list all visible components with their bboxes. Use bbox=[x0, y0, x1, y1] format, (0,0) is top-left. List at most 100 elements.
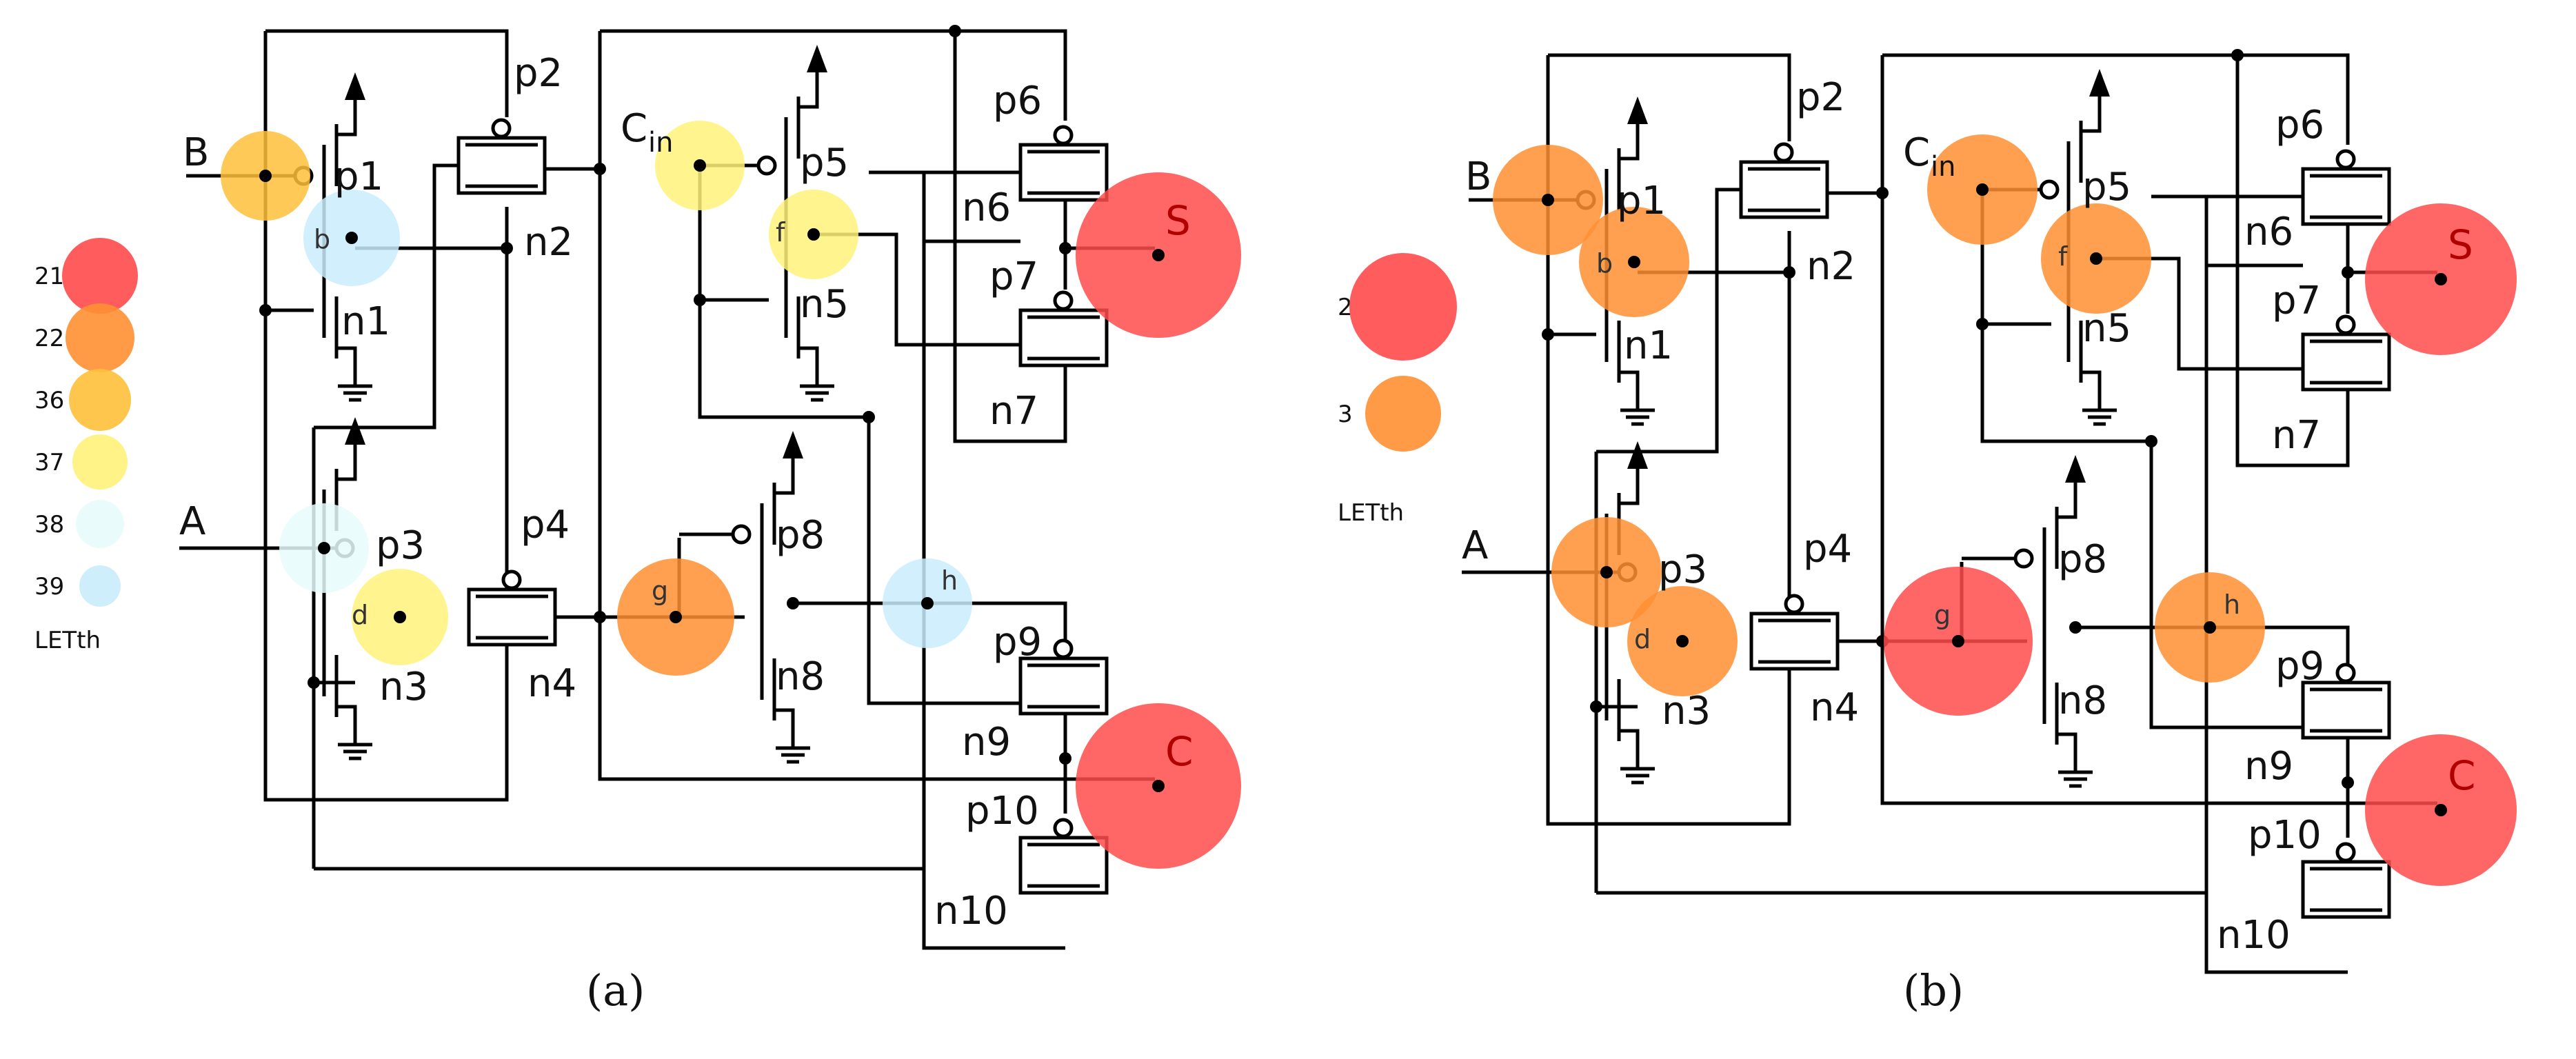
junction-dot bbox=[1876, 187, 1889, 199]
node-center-dot bbox=[670, 611, 682, 623]
tg-p9n9-gate bbox=[1018, 656, 1109, 716]
node-label-f: f bbox=[776, 217, 786, 248]
label-p1: p1 bbox=[1617, 179, 1666, 223]
wire bbox=[2057, 732, 2077, 772]
label-p3: p3 bbox=[376, 523, 425, 568]
input-label-Cin-sub: in bbox=[648, 127, 673, 159]
legend-title: LETth bbox=[34, 627, 101, 654]
input-label-Cin-sub: in bbox=[1931, 151, 1955, 183]
legend-label: 37 bbox=[34, 449, 64, 476]
junction-dot bbox=[2069, 621, 2082, 634]
mos-p8n8-vdd-arrow bbox=[2065, 455, 2086, 483]
p8-bubble bbox=[731, 524, 752, 545]
tg-p2n2-bubble bbox=[491, 118, 512, 139]
node-center-dot bbox=[694, 159, 706, 172]
tg-p6n6-bubble bbox=[2335, 149, 2356, 170]
node-center-dot bbox=[2435, 804, 2447, 816]
wire bbox=[1619, 729, 1640, 769]
wire bbox=[1882, 53, 2350, 145]
wire bbox=[265, 29, 509, 117]
input-label-B: B bbox=[183, 130, 209, 175]
legend-swatch bbox=[1365, 376, 1441, 452]
label-p10: p10 bbox=[965, 789, 1039, 834]
input-label-A: A bbox=[179, 499, 205, 544]
legend-label: 3 bbox=[1338, 401, 1353, 428]
wire bbox=[2081, 370, 2102, 410]
tg-p6n6-bubble bbox=[1053, 125, 1074, 145]
label-p8: p8 bbox=[2058, 537, 2107, 582]
label-p4: p4 bbox=[1803, 527, 1852, 572]
label-p2: p2 bbox=[1796, 75, 1845, 120]
node-label-b: b bbox=[1596, 248, 1613, 279]
wire bbox=[1619, 465, 1640, 505]
label-p9: p9 bbox=[2275, 644, 2324, 689]
label-n2: n2 bbox=[524, 220, 573, 265]
wire bbox=[2149, 441, 2303, 729]
label-n3: n3 bbox=[1662, 689, 1711, 734]
tg-p4n4-gate bbox=[1749, 612, 1840, 671]
node-label-g: g bbox=[652, 576, 668, 606]
junction-dot bbox=[787, 597, 799, 609]
mos-p5n5-vdd-arrow bbox=[2089, 69, 2110, 97]
tg-p10n10-bubble bbox=[2335, 842, 2356, 863]
wire bbox=[1980, 190, 2151, 443]
label-n10: n10 bbox=[2217, 913, 2291, 958]
node-label-g: g bbox=[1934, 600, 1951, 630]
label-n10: n10 bbox=[934, 889, 1008, 934]
legend-swatch bbox=[72, 434, 128, 490]
node-center-dot bbox=[1600, 566, 1613, 578]
output-label-S: S bbox=[1165, 197, 1191, 244]
p5-bubble bbox=[756, 155, 777, 176]
label-n6: n6 bbox=[962, 185, 1011, 230]
label-n5: n5 bbox=[2082, 306, 2131, 351]
input-label-Cin: C bbox=[1903, 130, 1930, 175]
label-n1: n1 bbox=[341, 299, 390, 344]
wire bbox=[774, 708, 795, 748]
node-center-dot bbox=[1976, 183, 1989, 196]
legend-label: 2 bbox=[1338, 294, 1353, 321]
mos-p3n3-vdd-arrow bbox=[1627, 441, 1648, 469]
wire bbox=[1880, 55, 2348, 805]
tg-p2n2-bubble bbox=[1773, 142, 1794, 163]
mos-p8n8-vdd-arrow bbox=[783, 431, 803, 458]
label-p6: p6 bbox=[2275, 103, 2324, 148]
tg-p7n7-bubble bbox=[1053, 290, 1074, 311]
junction-dot bbox=[594, 163, 606, 175]
node-center-dot bbox=[1152, 249, 1165, 261]
output-label-C: C bbox=[1165, 728, 1194, 775]
input-label-Cin: C bbox=[621, 106, 647, 151]
label-n2: n2 bbox=[1807, 244, 1855, 289]
label-p8: p8 bbox=[776, 513, 825, 558]
label-p3: p3 bbox=[1658, 547, 1707, 592]
wire bbox=[600, 29, 1067, 121]
wire bbox=[336, 346, 357, 386]
wire bbox=[774, 455, 795, 495]
wire bbox=[1619, 370, 1640, 410]
node-center-dot bbox=[1628, 256, 1640, 268]
tg-p4n4-bubble bbox=[1784, 594, 1804, 614]
label-p10: p10 bbox=[2248, 813, 2322, 858]
legend-swatch bbox=[66, 303, 134, 372]
node-center-dot bbox=[1952, 635, 1964, 647]
node-label-f: f bbox=[2058, 241, 2069, 272]
tg-p7n7-gate bbox=[1018, 308, 1109, 367]
wire bbox=[1619, 121, 1640, 161]
label-n8: n8 bbox=[776, 654, 825, 699]
label-n6: n6 bbox=[2244, 210, 2293, 254]
wire bbox=[798, 346, 819, 386]
label-n9: n9 bbox=[962, 720, 1011, 765]
label-p9: p9 bbox=[993, 620, 1042, 665]
label-n7: n7 bbox=[989, 389, 1038, 434]
label-p5: p5 bbox=[800, 141, 849, 185]
junction-dot bbox=[2342, 776, 2354, 789]
node-label-h: h bbox=[941, 565, 958, 596]
wire bbox=[1548, 53, 1791, 141]
node-center-dot bbox=[1676, 635, 1689, 647]
node-label-d: d bbox=[352, 600, 368, 630]
wire bbox=[2057, 479, 2077, 519]
node-center-dot bbox=[259, 170, 272, 182]
node-label-h: h bbox=[2224, 589, 2240, 620]
p8-bubble bbox=[2013, 548, 2034, 569]
